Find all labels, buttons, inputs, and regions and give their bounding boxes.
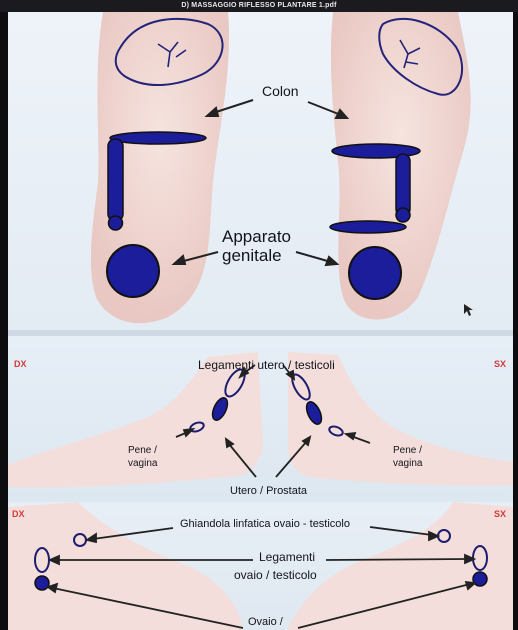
heel-illustration [8,502,513,630]
penis-right-label-2: vagina [393,458,423,469]
ligament-uterus-label: Legamenti utero / testicoli [198,358,335,372]
colon-descending-left [107,138,124,222]
colon-transverse-left [109,131,207,145]
right-foot-side [287,352,513,486]
ligament-ovary-label-2: ovaio / testicolo [234,568,317,582]
soles-illustration [90,12,473,324]
sx-label-middle: SX [494,359,507,369]
heart-reflex-right [378,17,463,96]
lymph-gland-label: Ghiandola linfatica ovaio - testicolo [180,518,350,530]
ovary-reflex-left [34,575,50,591]
genital-reflex-left [106,244,160,298]
pdf-page-content: Colon Apparato genitale [8,12,513,630]
genital-label-line1: Apparato [222,227,291,246]
colon-label: Colon [262,83,299,99]
uterus-reflex-left [211,397,229,421]
left-heel [8,502,243,630]
colon-sigmoid-right [329,220,407,234]
mouse-cursor-icon [464,304,473,316]
genital-reflex-right [348,246,402,300]
sx-label-bottom: SX [494,509,507,519]
divider [8,330,513,336]
uterus-reflex-right [305,401,323,425]
pdf-window-title: D) MASSAGGIO RIFLESSO PLANTARE 1.pdf [0,0,518,12]
ligament-ovary-label-1: Legamenti [259,550,316,564]
heel-panel: DX SX Ghiandola linfatica ovaio - testic… [8,502,513,630]
colon-ascending-right [395,153,411,217]
side-view-panel: DX SX Legamenti utero / testicoli Pene /… [8,337,513,502]
dx-label-middle: DX [14,359,27,369]
side-illustration [8,352,513,488]
penis-left-label-1: Pene / [128,445,157,456]
penis-reflex-right [328,425,344,437]
dx-label-bottom: DX [12,509,25,519]
penis-right-label-1: Pene / [393,445,422,456]
soles-panel: Colon Apparato genitale [8,12,513,330]
ovary-label: Ovaio / [248,616,283,628]
uterus-prostate-label: Utero / Prostata [230,485,308,497]
heart-reflex-left [114,17,224,87]
genital-label-line2: genitale [222,246,282,265]
left-foot-side [8,352,263,488]
colon-transverse-right [331,143,421,159]
penis-left-label-2: vagina [128,458,158,469]
right-heel [288,502,513,630]
